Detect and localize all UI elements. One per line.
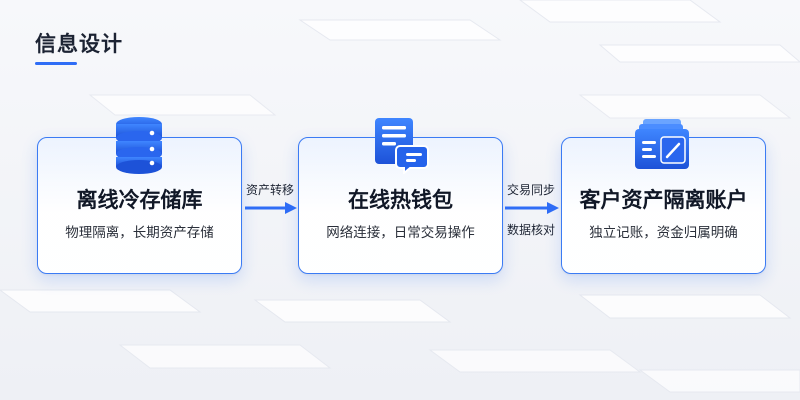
card-title: 离线冷存储库 xyxy=(76,188,203,212)
connector-sync-reconcile: 交易同步 xyxy=(500,182,562,198)
card-subtitle: 网络连接，日常交易操作 xyxy=(326,225,475,241)
card-subtitle: 独立记账，资金归属明确 xyxy=(589,225,738,241)
connector-label-top: 交易同步 xyxy=(506,183,555,197)
folder-edit-icon xyxy=(635,119,689,169)
connector-label-bottom: 数据核对 xyxy=(506,223,555,237)
card-subtitle: 物理隔离，长期资产存储 xyxy=(65,225,214,241)
connector-sync-reconcile-bottom: 数据核对 xyxy=(500,222,562,238)
connector-label: 资产转移 xyxy=(245,183,294,197)
database-icon xyxy=(116,117,162,174)
card-title: 在线热钱包 xyxy=(348,188,453,212)
connector-asset-transfer: 资产转移 xyxy=(240,182,300,198)
arrow-right-icon xyxy=(505,202,559,214)
arrow-right-icon xyxy=(245,202,297,214)
document-chat-icon xyxy=(375,118,429,174)
card-title: 客户资产隔离账户 xyxy=(579,188,748,212)
page-title: 信息设计 xyxy=(35,32,123,56)
title-underline xyxy=(35,62,77,65)
